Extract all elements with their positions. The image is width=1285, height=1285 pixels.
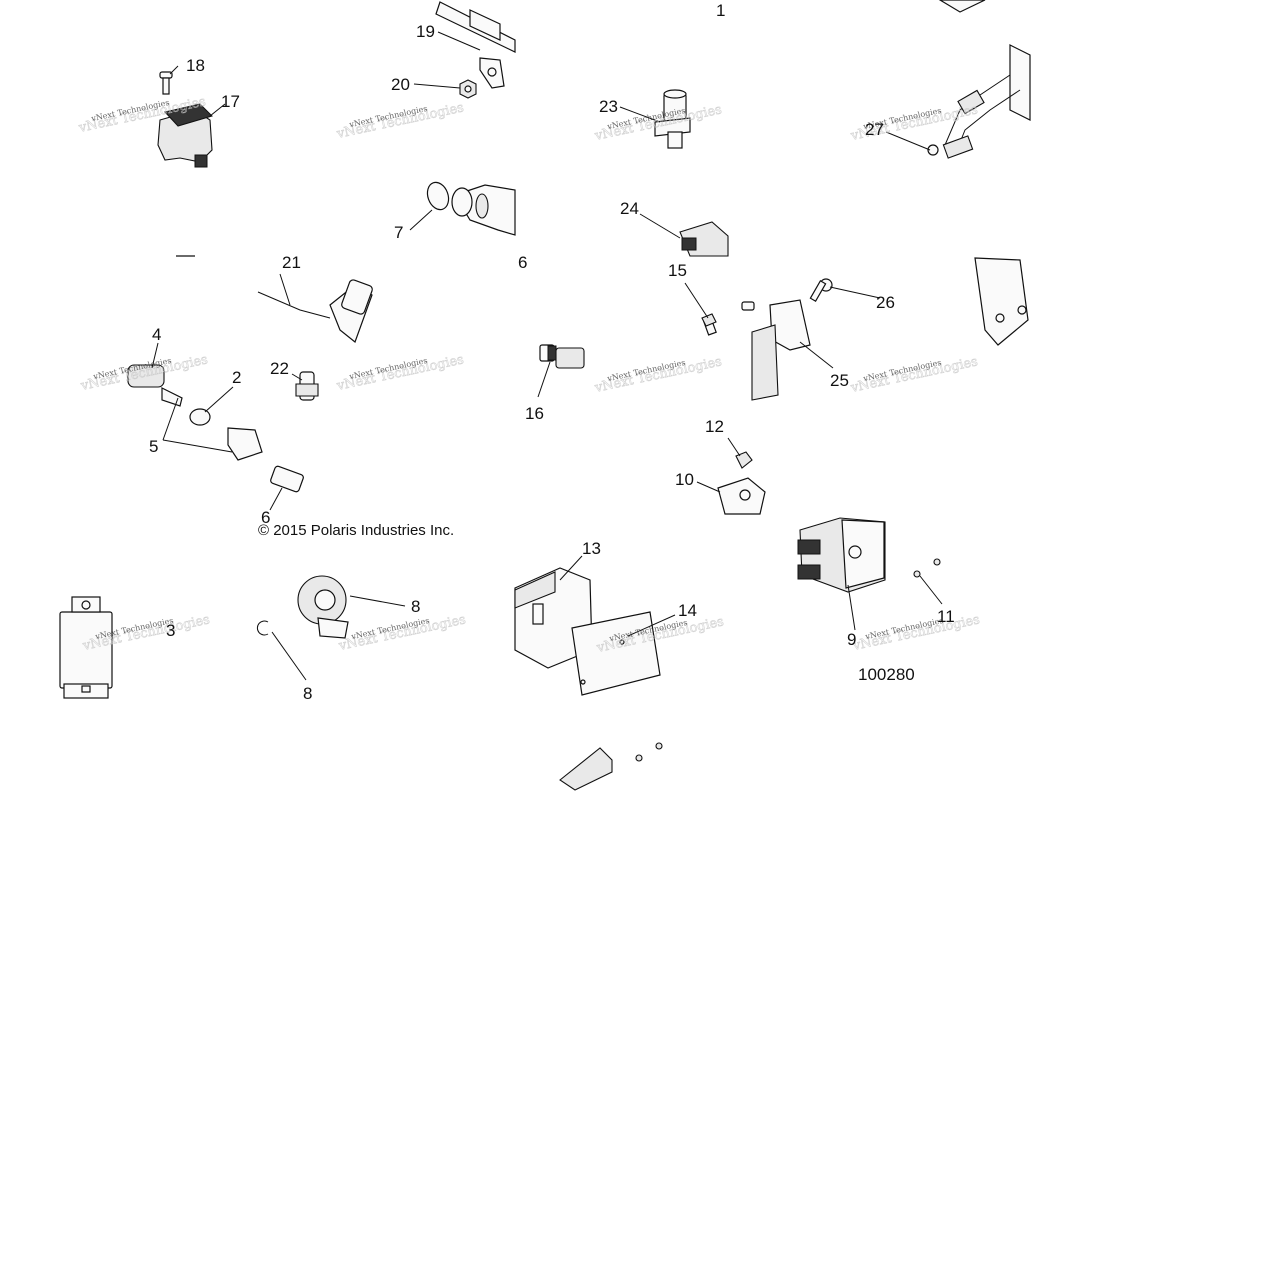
callout-4: 4 <box>152 325 161 344</box>
figure-id: 100280 <box>858 665 915 684</box>
part-14-ecu <box>514 567 593 669</box>
callout-21: 20 <box>391 75 410 94</box>
part-11-bracket <box>717 477 766 515</box>
watermark: vNext Technologies vNext Technologies <box>334 352 465 394</box>
callout-15: 14 <box>678 601 697 620</box>
callout-2: 2 <box>232 368 241 387</box>
part-bracket-right <box>974 257 1029 346</box>
watermark: vNext Technologies vNext Technologies <box>336 612 467 654</box>
callout-11: 10 <box>675 470 694 489</box>
part-21-nut <box>459 79 477 99</box>
callout-22: 21 <box>282 253 301 272</box>
callout-3: 3 <box>166 621 175 640</box>
part-24-sensor <box>654 89 691 149</box>
callout-16: 15 <box>668 261 687 280</box>
part-10-ecu <box>797 517 886 593</box>
watermark: vNext Technologies vNext Technologies <box>848 354 979 396</box>
callout-9: 8 <box>303 684 312 703</box>
callout-13: 12 <box>705 417 724 436</box>
callout-6b: 6 <box>261 508 270 527</box>
callout-23: 22 <box>270 359 289 378</box>
part-25-sensor <box>679 221 729 257</box>
watermark: vNext Technologies vNext Technologies <box>334 100 465 142</box>
part-5-assembly <box>161 387 304 493</box>
part-28-harness <box>927 44 1031 159</box>
callout-12: 11 <box>937 607 955 626</box>
callout-5: 5 <box>149 437 158 456</box>
part-8-knock-sensor <box>297 575 349 639</box>
part-bottom-fragment <box>559 742 663 791</box>
part-16-bolt <box>701 313 717 336</box>
part-27-bolt <box>809 278 833 302</box>
leader-lines <box>151 31 943 681</box>
callout-17: 16 <box>525 404 544 423</box>
callout-24: 23 <box>599 97 618 116</box>
part-20-cable-bracket <box>435 1 516 89</box>
callout-1: 1 <box>716 1 725 20</box>
part-4-sensor <box>127 364 165 388</box>
callout-28: 27 <box>865 120 884 139</box>
callout-18: 17 <box>221 92 240 111</box>
copyright-notice: © 2015 Polaris Industries Inc. <box>258 522 454 539</box>
part-26-bracket <box>741 299 811 401</box>
part-19-bolt <box>159 71 173 95</box>
watermark: vNext Technologies vNext Technologies <box>594 614 725 656</box>
callout-19: 18 <box>186 56 205 75</box>
part-1-fragment <box>938 0 986 13</box>
part-23-bolt <box>295 371 319 401</box>
callout-10: 9 <box>847 630 856 649</box>
callout-7: 7 <box>394 223 403 242</box>
part-22-sensor-cable <box>176 255 373 343</box>
callout-14: 13 <box>582 539 601 558</box>
part-7-oring <box>426 181 450 211</box>
part-9-clip <box>256 620 269 636</box>
part-12-screws <box>913 558 941 578</box>
callout-6: 6 <box>518 253 527 272</box>
callout-8: 8 <box>411 597 420 616</box>
part-17-sensor <box>539 344 585 369</box>
part-15-gasket <box>571 611 661 696</box>
watermark: vNext Technologies vNext Technologies <box>592 354 723 396</box>
part-3-module <box>59 596 113 699</box>
callout-25: 24 <box>620 199 639 218</box>
callout-26: 25 <box>830 371 849 390</box>
callout-20: 19 <box>416 22 435 41</box>
callouts: 1 19 18 20 17 23 27 24 7 6 21 15 26 4 22… <box>149 1 955 703</box>
watermark: vNext Technologies vNext Technologies <box>850 612 981 654</box>
part-6-sensor <box>451 184 516 236</box>
callout-27: 26 <box>876 293 895 312</box>
part-18-sensor <box>157 103 213 168</box>
